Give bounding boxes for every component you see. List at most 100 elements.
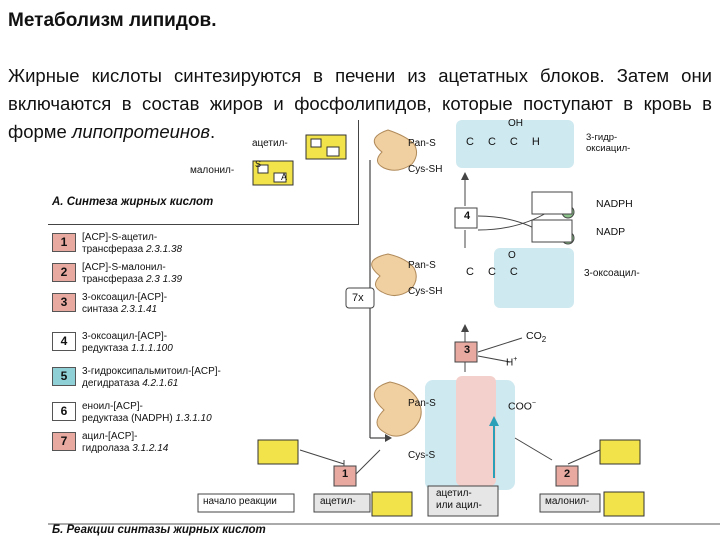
enzyme-6-number: 6 [52,402,76,421]
step3-box [454,341,478,363]
malonyl-box [539,493,601,513]
enzyme-4-name: 3-оксоацил-[ACP]-редуктаза 1.1.1.100 [82,331,282,355]
paragraph-text: Жирные кислоты синтезируются в печени из… [8,65,712,142]
enzyme-4-ec: 1.1.1.100 [131,343,173,354]
acetyl-or-acyl-box [427,485,499,517]
co2-label: CO2 [526,330,547,345]
enzyme-4-line1: 3-оксоацил-[ACP]- [82,331,168,342]
cys-s-bottom: Cys-S [408,450,436,461]
co2-arrow [477,337,523,353]
enzyme-4-line2: редуктаза [82,343,129,354]
chain-middle: CCC [466,266,532,278]
highlight-malonyl [456,376,496,486]
enzyme-5-name: 3-гидроксипальмитоил-[ACP]-дегидратаза 4… [82,366,282,390]
step4-box [454,207,478,229]
pan-s-top: Pan-S [408,138,436,149]
enzyme-2-number: 2 [52,263,76,282]
enzyme-5-line1: 3-гидроксипальмитоил-[ACP]- [82,366,221,377]
enzyme-6-ec: 1.3.1.10 [175,413,212,424]
hplus-arrow [477,355,511,363]
highlight-hydroxyacyl [456,120,574,168]
enzyme-5-line2: дегидратаза [82,378,140,389]
highlight-oxoacyl [494,248,574,308]
page-title: Метаболизм липидов. [8,10,217,31]
coo-text: COO [508,400,532,413]
connector-step3-arrowhead [461,324,469,332]
nadph-arc [477,211,549,231]
paragraph-italic-term: липопротеинов [71,121,211,142]
enzyme-7-line1: ацил-[ACP]- [82,431,138,442]
chain-top-c3: C [509,136,532,148]
connector-malonyl-coa [567,449,601,465]
malonyl-bottom-label: малонил- [545,496,590,507]
connector-step2 [514,437,553,461]
chain-middle-c3: C [509,266,532,278]
chain-top-c1: C [466,136,488,148]
hydroxyacyl-label: 3-гидр- оксиацил- [586,132,631,154]
enzyme-2-name: [ACP]-S-малонил-трансфераза 2.3 1.39 [82,262,282,286]
acetyl-or-acyl-line1: ацетил- [436,488,472,499]
enzyme-3-name: 3-оксоацил-[ACP]-синтаза 2.3.1.41 [82,292,282,316]
enzyme-1-line2: трансфераза [82,244,144,255]
enzyme-3-number: 3 [52,293,76,312]
enzyme-5-number: 5 [52,367,76,386]
coa-icon-malonyl [603,491,645,517]
section-b-title: Б. Реакции синтазы жирных кислот [52,524,266,536]
intro-paragraph: Жирные кислоты синтезируются в печени из… [8,62,712,146]
coa-icon-acetyl [371,491,413,517]
acetyl-box [313,493,371,513]
step2-label: 2 [564,468,571,480]
protein-blob-bottom [374,381,422,437]
enzyme-1-name: [ACP]-S-ацетил-трансфераза 2.3.1.38 [82,232,282,256]
enzyme-1-number: 1 [52,233,76,252]
coa-s-a: S [255,159,262,169]
enzyme-2-line2: трансфераза [82,274,144,285]
hplus-text: H [506,357,514,369]
section-a-title: А. Синтеза жирных кислот [52,196,214,208]
connector-acetyl-coa [299,449,345,465]
pan-s-middle: Pan-S [408,260,436,271]
acetyl-or-acyl-label: ацетил-или ацил- [436,488,482,512]
chain-middle-c1: C [466,266,488,278]
enzyme-5-ec: 4.2.1.61 [142,378,179,389]
enzyme-7-name: ацил-[ACP]-гидролаза 3.1.2.14 [82,431,282,455]
coo-label: COO− [508,400,537,413]
pan-s-bottom: Pan-S [408,398,436,409]
enzyme-2-ec: 2.3 1.39 [145,274,183,285]
cycles-label: 7x [352,292,364,304]
protein-blob-middle [371,253,417,296]
nadp-label: NADP [596,226,626,238]
coa-icon-a [252,160,294,186]
reaction-scheme [48,120,720,525]
hplus-label: H+ [506,356,518,369]
step1-label: 1 [342,468,349,480]
fatty-acid-synthesis-figure: А. Синтеза жирных кислот малонил- S A ац… [0,118,720,540]
enzyme-1-line1: [ACP]-S-ацетил- [82,232,158,243]
enzyme-6-line1: еноил-[ACP]- [82,401,143,412]
nadph-label: NADPH [596,198,633,210]
enzyme-1-ec: 2.3.1.38 [145,244,183,255]
nadph-icon [531,191,573,215]
cycles-box [345,287,375,309]
coa-icon-step2 [599,439,641,465]
step2-box [555,465,579,487]
cys-sh-top: Cys-SH [408,164,443,175]
oh-group: OH [508,118,523,129]
enzyme-7-line2: гидролаза [82,443,130,454]
enzyme-4-number: 4 [52,332,76,351]
enzyme-2-line1: [ACP]-S-малонил- [82,262,166,273]
coa-icon-top [305,134,347,160]
enzyme-6-name: еноил-[ACP]-редуктаза (NADPH) 1.3.1.10 [82,401,282,425]
enzyme-7-ec: 3.1.2.14 [132,443,169,454]
chain-top-h: H [531,136,554,148]
acetyl-label-top: ацетил- [252,138,288,149]
blue-arrowhead [489,416,499,426]
enzyme-3-line2: синтаза [82,304,119,315]
chain-top: CCCH [466,136,554,148]
oxo-group: O [508,250,516,261]
acetyl-or-acyl-line2: или ацил- [436,500,482,511]
enzyme-6-line2: редуктаза (NADPH) [82,413,173,424]
co2-text: CO [526,330,542,342]
cys-sh-middle: Cys-SH [408,286,443,297]
cycle-arrowhead [385,434,392,442]
